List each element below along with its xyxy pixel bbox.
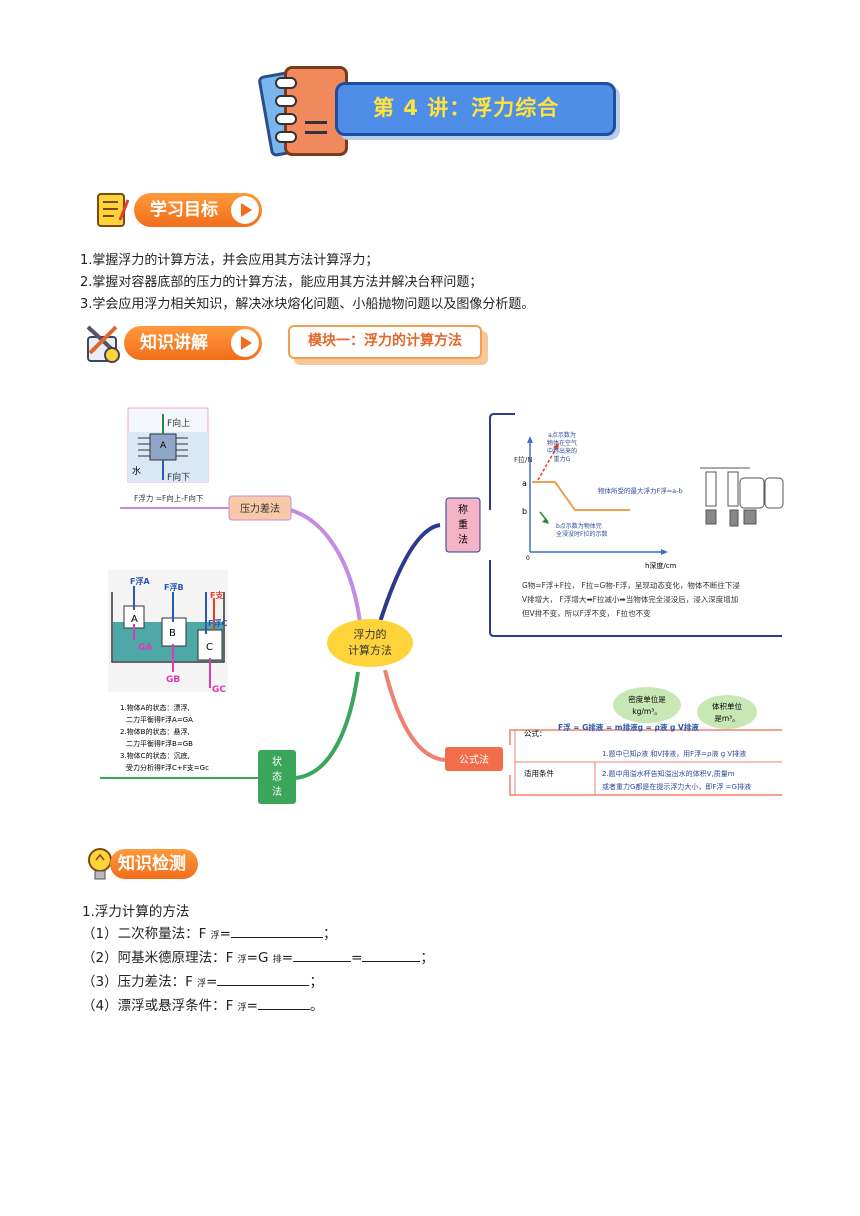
branch-formula xyxy=(383,669,446,762)
bubble-volume xyxy=(697,695,757,729)
center-node xyxy=(327,619,413,667)
state-fc: F浮C xyxy=(208,618,227,628)
weighing-o: 0 xyxy=(526,555,530,562)
state-block-b: B xyxy=(169,628,176,639)
formula-equation: F浮 = G排液 = m排液g = ρ液 g V排液 xyxy=(558,722,699,732)
section-label-check: 知识检测 xyxy=(110,849,198,879)
weighing-b: b xyxy=(522,507,527,516)
state-gb: GB xyxy=(166,675,180,685)
state-gc: GC xyxy=(212,685,226,695)
weighing-note-a: 物体在空气 xyxy=(547,439,577,447)
center-label-2: 计算方法 xyxy=(348,643,392,657)
pressure-block-label: A xyxy=(160,441,167,451)
weighing-xaxis: h深度/cm xyxy=(645,561,677,570)
answer-blank-1[interactable] xyxy=(230,924,323,938)
weighing-note-a: 重力G xyxy=(554,455,571,463)
state-fb: F浮B xyxy=(164,582,184,592)
spring-scale-images xyxy=(700,467,784,527)
bubble-volume-text: 是m³。 xyxy=(714,714,739,723)
node-formula xyxy=(445,747,503,771)
answer-blank-4[interactable] xyxy=(257,996,310,1010)
pressure-fup-label: F向上 xyxy=(167,417,190,429)
state-fa: F浮A xyxy=(130,576,150,586)
weighing-text: 但V排不变，所以F浮不变， F拉也不变 xyxy=(522,608,651,618)
goal-item: 2.掌握对容器底部的压力的计算方法，能应用其方法并解决台秤问题； xyxy=(80,275,483,290)
weighing-max-force: 物体所受的最大浮力F浮=a-b xyxy=(598,486,683,495)
node-state-label: 法 xyxy=(272,785,282,798)
answer-blank-2a[interactable] xyxy=(293,948,352,962)
node-pressure xyxy=(228,495,292,521)
weighing-text: G物=F浮+F拉， F拉=G物-F浮，呈现动态变化，物体不断往下浸 xyxy=(522,580,740,590)
weighing-note-b: 全浸没时F拉的示数 xyxy=(556,530,607,538)
tools-icon xyxy=(86,325,120,363)
weighing-note-a: a点示数为 xyxy=(548,431,576,439)
section-label-knowledge: 知识讲解 xyxy=(124,326,262,360)
goal-item: 1.掌握浮力的计算方法，并会应用其方法计算浮力； xyxy=(80,253,379,268)
scroll-icon xyxy=(97,193,130,227)
title-bar xyxy=(335,82,616,136)
node-weighing-label: 重 xyxy=(458,518,468,531)
bubble-density-text: 密度单位是 xyxy=(628,694,666,704)
branch-weighing xyxy=(378,523,441,623)
answer-blank-3[interactable] xyxy=(217,972,310,986)
lightbulb-icon xyxy=(88,848,112,880)
formula-cond2: 或者重力G都是在提示浮力大小，即F浮 =G排液 xyxy=(602,782,751,791)
center-label-1: 浮力的 xyxy=(354,627,387,641)
bubble-volume-text: 体积单位 xyxy=(712,701,742,711)
bubble-density-text: kg/m³。 xyxy=(632,707,661,716)
answer-blank-2b[interactable] xyxy=(362,948,421,962)
state-fzhi: F支 xyxy=(210,590,224,600)
branch-pressure xyxy=(274,506,362,623)
node-weighing-label: 称 xyxy=(458,503,468,516)
question-1: （1）二次称量法：F 浮=； xyxy=(82,924,337,942)
pressure-water-label: 水 xyxy=(132,465,141,477)
weighing-note-a: 中称出来的 xyxy=(547,447,577,455)
module-title: 模块一：浮力的计算方法 xyxy=(288,325,482,359)
section-label-goals: 学习目标 xyxy=(134,193,262,227)
state-text: 3.物体C的状态：沉底, xyxy=(120,751,190,760)
pressure-fdown-label: F向下 xyxy=(167,471,190,483)
state-block-c: C xyxy=(206,642,213,653)
state-text: 二力平衡得F浮B=GB xyxy=(126,739,193,748)
question-title: 1.浮力计算的方法 xyxy=(82,904,190,920)
state-ga: GA xyxy=(138,643,152,653)
question-4: （4）漂浮或悬浮条件：F 浮=。 xyxy=(82,996,324,1014)
node-weighing-label: 法 xyxy=(458,533,468,546)
weighing-text: V排增大， F浮增大➡F拉减小➡当物体完全浸没后，浸入深度增加 xyxy=(522,594,738,604)
question-2: （2）阿基米德原理法：F 浮=G 排==； xyxy=(82,948,434,966)
weighing-a: a xyxy=(522,479,527,488)
formula-cond1: 1.题中已知ρ液 和V排液，用F浮=ρ液 g V排液 xyxy=(602,749,746,758)
node-state-label: 态 xyxy=(272,770,282,783)
node-state-label: 状 xyxy=(272,755,282,768)
branch-state xyxy=(294,671,360,780)
goal-item: 3.学会应用浮力相关知识，解决冰块熔化问题、小船抛物问题以及图像分析题。 xyxy=(80,297,535,312)
node-state xyxy=(258,750,296,804)
pressure-formula: F浮力 =F向上-F向下 xyxy=(134,493,204,503)
node-pressure-label: 压力差法 xyxy=(240,502,280,515)
question-3: （3）压力差法：F 浮=； xyxy=(82,972,323,990)
page-title: 第 4 讲：浮力综合 xyxy=(373,96,560,120)
formula-gongshi: 公式： xyxy=(524,728,547,738)
node-formula-label: 公式法 xyxy=(459,753,489,766)
mindmap: 浮力的 计算方法 压力差法 称 重 法 状 态 法 公式法 A F向上 F向下 … xyxy=(100,407,784,804)
state-text: 受力分析得F浮C+F支=Gc xyxy=(126,763,209,772)
formula-shiyong: 适用条件 xyxy=(524,768,554,778)
state-text: 1.物体A的状态：漂浮, xyxy=(120,703,190,712)
state-block-a: A xyxy=(131,614,138,625)
state-text: 二力平衡得F浮A=GA xyxy=(126,715,193,724)
weighing-yaxis: F拉/N xyxy=(514,455,533,464)
node-weighing xyxy=(445,497,481,553)
formula-cond2: 2.题中用溢水杯告知溢出水的体积V,质量m xyxy=(602,769,735,778)
state-text: 2.物体B的状态：悬浮, xyxy=(120,727,190,736)
weighing-note-b: b点示数为物体完 xyxy=(556,522,602,530)
bubble-density xyxy=(613,687,681,723)
